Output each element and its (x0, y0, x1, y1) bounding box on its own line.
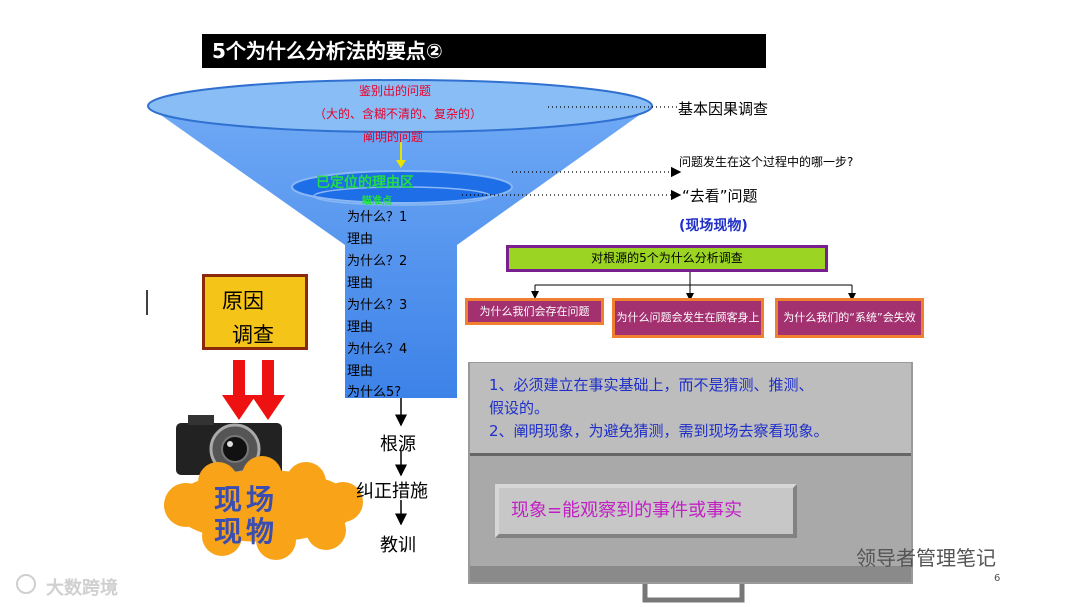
funnel-inner-ellipse-2 (313, 186, 491, 206)
label-genba: (现场现物) (679, 218, 748, 234)
funnel-top-line-1: 鉴别出的问题 (359, 84, 432, 98)
funnel-rim (147, 79, 653, 133)
funnel-top-line-2: （大的、含糊不清的、复杂的） (314, 107, 483, 121)
cloud-shape (164, 456, 363, 560)
page-number: 6 (994, 573, 1001, 584)
red-arrow-right (251, 360, 285, 420)
panel-footer-bar (470, 566, 911, 582)
funnel-top-line-3: 阐明的问题 (363, 130, 424, 144)
cloud-line-1: 现场 (214, 483, 279, 516)
red-arrow-left (222, 360, 256, 420)
label-which-step: 问题发生在这个过程中的哪一步? (679, 155, 854, 169)
phenomenon-box: 现象=能观察到的事件或事实 (495, 484, 797, 538)
cause-box-line-1: 原因 (222, 289, 264, 313)
root-cause-box: 对根源的5个为什么分析调查 (506, 245, 828, 272)
reason-4: 理由 (347, 364, 374, 379)
sub-box-why-system: 为什么我们的“系统”会失效 (775, 298, 924, 338)
principle-line-1: 1、必须建立在事实基础上，而不是猜测、推测、 (489, 376, 814, 394)
principles-text: 1、必须建立在事实基础上，而不是猜测、推测、 假设的。 2、阐明现象，为避免猜测… (489, 374, 829, 443)
sub-box-why-customer: 为什么问题会发生在顾客身上 (612, 298, 764, 338)
funnel-middle-sub: 瞄准点 (362, 196, 392, 207)
why-4: 为什么？4 (347, 342, 408, 357)
principle-line-2: 假设的。 (489, 399, 550, 417)
why-3: 为什么？3 (347, 298, 408, 313)
funnel-body (148, 106, 652, 398)
principle-line-3: 2、阐明现象，为避免猜测，需到现场去察看现象。 (489, 422, 829, 440)
cloud-line-2: 现物 (214, 515, 279, 548)
outcome-correction: 纠正措施 (356, 481, 428, 502)
label-basic-cause: 基本因果调查 (678, 100, 769, 118)
why-5: 为什么5? (347, 385, 402, 400)
sub-box-why-problem: 为什么我们会存在问题 (465, 298, 604, 325)
funnel-middle-label: 已定位的理由区 (316, 175, 414, 191)
why-2: 为什么？2 (347, 254, 408, 269)
outcome-root: 根源 (380, 434, 416, 455)
reason-3: 理由 (347, 320, 374, 335)
watermark-right: 领导者管理笔记 (856, 546, 996, 570)
label-go-see: “去看”问题 (682, 187, 758, 205)
slide-title: 5个为什么分析法的要点② (202, 34, 766, 68)
cause-investigation-box: 原因 调查 (202, 274, 308, 350)
why-1: 为什么？1 (347, 210, 408, 225)
reason-1: 理由 (347, 232, 374, 247)
cause-box-line-2: 调查 (232, 323, 274, 347)
principles-panel-top (470, 363, 911, 456)
watermark-left: 大数跨境 (46, 578, 118, 599)
reason-2: 理由 (347, 276, 374, 291)
outcome-lesson: 教训 (380, 535, 416, 556)
